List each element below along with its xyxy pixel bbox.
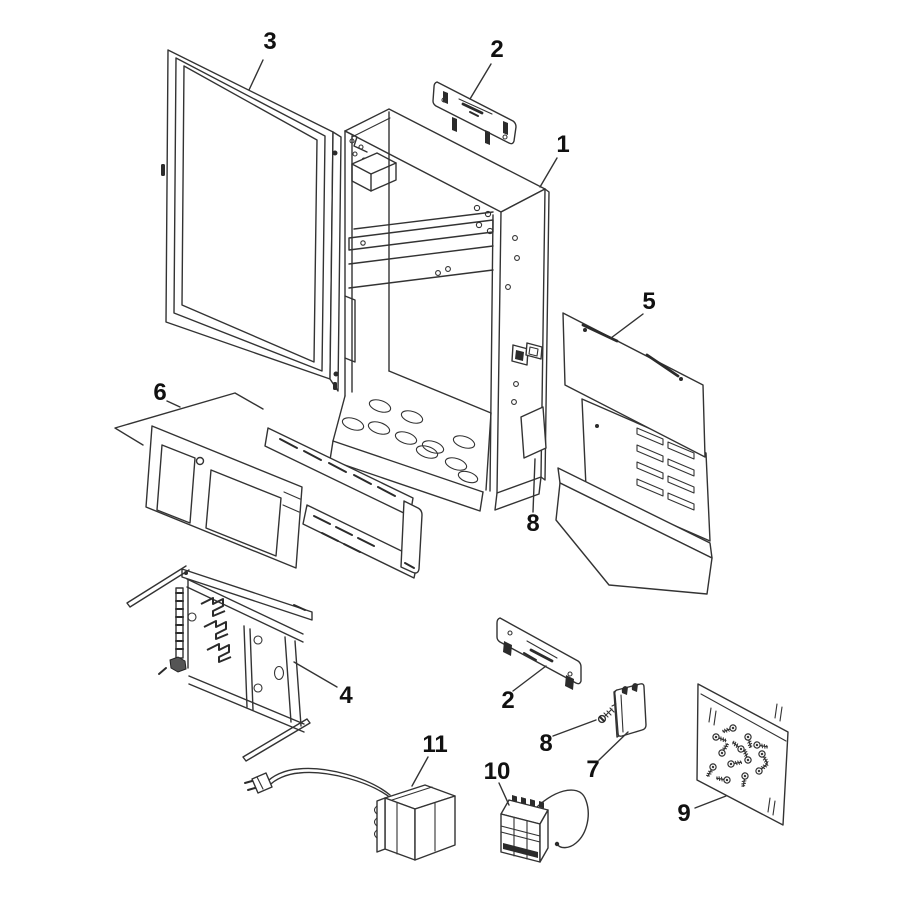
- lower-slotted-rail: [302, 504, 419, 579]
- part-label-8-top: 8: [526, 510, 540, 537]
- latch-detail: [511, 342, 543, 366]
- leader-2-top: [469, 63, 492, 100]
- part-label-11: 11: [422, 731, 448, 758]
- terminal-bracket: [200, 597, 226, 617]
- knockout-holes: [341, 399, 479, 484]
- leader-8-bottom: [552, 719, 597, 737]
- part-label-9: 9: [677, 800, 691, 827]
- door-panel-part-3: [161, 49, 342, 392]
- leader-1: [539, 157, 558, 188]
- shelf: [353, 211, 494, 230]
- wire-loop: [531, 789, 589, 849]
- side-panel-part-5: [555, 312, 713, 595]
- hinge-pin-top: [332, 150, 338, 156]
- terminal-bracket: [206, 643, 232, 663]
- leader-7: [598, 731, 629, 761]
- terminal-bracket: [203, 620, 229, 640]
- leader-4: [293, 661, 338, 688]
- transformer-part-11: [244, 767, 456, 861]
- front-cover-plate: [145, 425, 303, 569]
- part-label-5: 5: [642, 288, 656, 315]
- cover-plate-part-7: [613, 683, 647, 738]
- leader-3: [248, 59, 264, 91]
- leader-6: [114, 392, 264, 446]
- leader-5: [610, 313, 644, 339]
- part-label-10: 10: [483, 758, 511, 785]
- plate-ref-8-mounted: [520, 406, 547, 459]
- part-label-2-bottom: 2: [501, 687, 515, 714]
- door-edge-mark: [161, 164, 165, 176]
- leader-8-top: [532, 458, 536, 513]
- mounting-bracket-top-part-2: [432, 81, 517, 145]
- part-label-3: 3: [263, 28, 277, 55]
- terminal-block-part-10: [500, 789, 589, 863]
- component-rack-part-4: [126, 565, 311, 762]
- leader-11: [411, 756, 429, 787]
- leader-9: [694, 795, 727, 809]
- screw-part-8: [597, 703, 617, 724]
- part-label-6: 6: [153, 379, 167, 406]
- leader-10: [498, 782, 510, 806]
- mounting-bracket-bottom-part-2: [496, 617, 582, 690]
- leader-2-bottom: [512, 665, 547, 692]
- parts-bag-part-9: [696, 683, 789, 826]
- part-label-4: 4: [339, 682, 353, 709]
- part-label-2-top: 2: [490, 36, 504, 63]
- leader-lines: [114, 59, 727, 809]
- part-label-7: 7: [586, 756, 600, 783]
- wire-connector: [251, 772, 273, 794]
- hinge-pin-bottom: [333, 371, 339, 377]
- vent-slots: [636, 427, 695, 511]
- part-label-1: 1: [556, 131, 570, 158]
- cabinet-part-1: [329, 108, 550, 512]
- cover-plates-part-6: [145, 425, 423, 621]
- threaded-rod: [175, 587, 184, 659]
- part-label-8-bottom: 8: [539, 730, 553, 757]
- hex-nut: [169, 656, 187, 673]
